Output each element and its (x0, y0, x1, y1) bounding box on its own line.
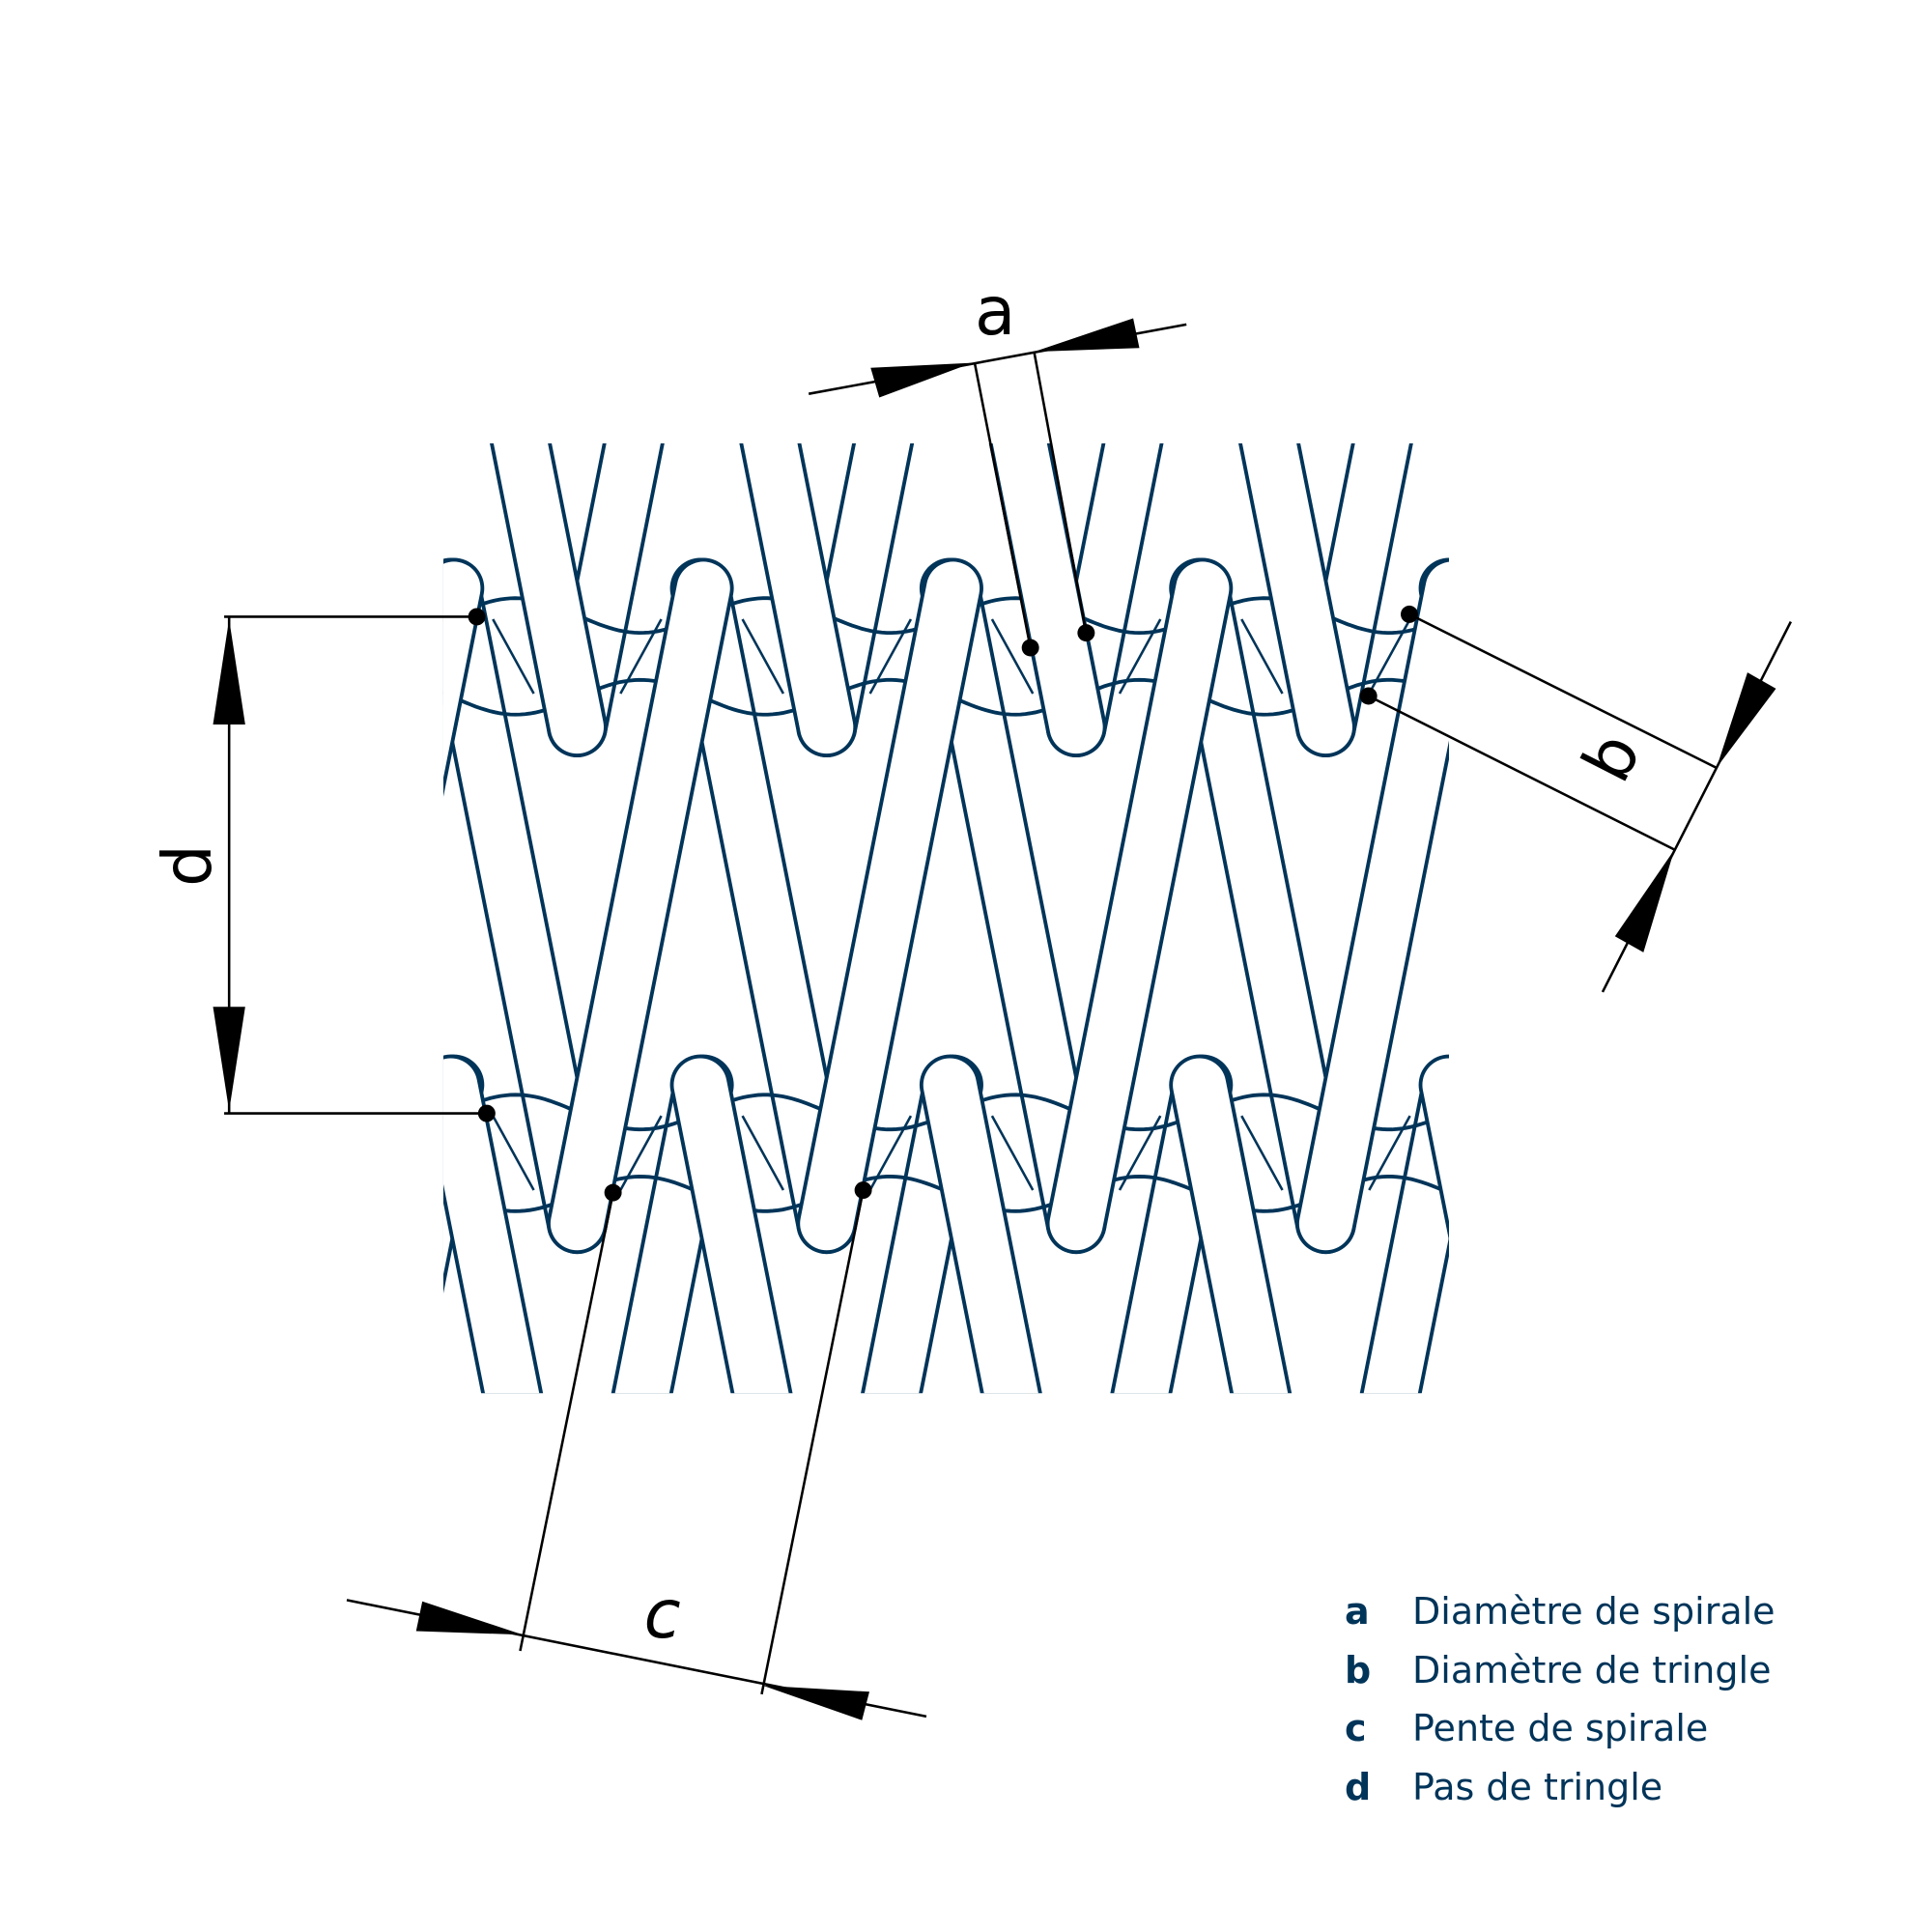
spiral-strip (669, 1054, 793, 1394)
rod-hatch (1240, 618, 1411, 695)
point-marker (468, 608, 486, 626)
spiral-strip (919, 1054, 1042, 1394)
point-marker (1077, 624, 1095, 642)
spiral-strip (547, 557, 734, 1255)
spiral-strip (611, 1054, 734, 1394)
spiral-strip (1045, 442, 1164, 757)
spiral-strip (1359, 1055, 1450, 1394)
rod-hatch (990, 618, 1162, 695)
spiral-strip (442, 557, 608, 1255)
spiral-strip (919, 557, 1107, 1255)
spiral-strip (1110, 1054, 1234, 1394)
legend-key: a (1345, 1590, 1370, 1633)
spiral-strip (327, 92, 454, 727)
point-marker (604, 1183, 622, 1202)
spiral-mesh (0, 92, 1932, 1720)
rod-hatch (243, 1116, 412, 1190)
point-marker (1359, 687, 1378, 705)
spiral-strip (1295, 442, 1413, 757)
spiral-strip (1449, 92, 1576, 727)
dimension-b (1359, 605, 1792, 993)
legend: a Diamètre de spirale b Diamètre de tringl… (1345, 1582, 1776, 1816)
spiral-strip (796, 557, 983, 1255)
spiral-strip (861, 1054, 983, 1394)
arrow-icon (415, 1601, 524, 1635)
rod-hatch (1741, 619, 1909, 694)
spiral-strip (669, 557, 858, 1255)
spiral-strip (1169, 557, 1356, 1255)
legend-key: d (1345, 1765, 1372, 1808)
arrow-icon (213, 1007, 245, 1111)
spiral-strip (0, 588, 78, 1224)
dimension-c (346, 1181, 927, 1720)
rod-hatch (243, 619, 412, 694)
front-spirals (0, 92, 1932, 1720)
spiral-strip (78, 92, 205, 727)
spiral-strip (78, 588, 205, 1224)
rod-hatch (492, 618, 663, 695)
spiral-strip (442, 557, 485, 797)
dimension-a (808, 318, 1187, 657)
spiral-strip (0, 1085, 78, 1720)
point-marker (477, 1104, 496, 1122)
point-marker (1401, 605, 1418, 623)
legend-text: Diamètre de tringle (1412, 1648, 1772, 1691)
legend-key: b (1345, 1648, 1372, 1691)
rod-hatch (741, 618, 913, 695)
spiral-strip (78, 1085, 205, 1720)
arrow-icon (762, 1685, 869, 1720)
spiral-strip (1576, 92, 1702, 727)
legend-item-d: d Pas de tringle (1345, 1758, 1776, 1817)
rod-hatch (1741, 1116, 1909, 1190)
spiral-strip (1698, 92, 1825, 727)
legend-item-c: c Pente de spirale (1345, 1699, 1776, 1758)
arrow-icon (870, 362, 973, 398)
spiral-strip (1825, 92, 1932, 727)
dimension-label-c: c (644, 1577, 681, 1654)
dimension-d (213, 608, 496, 1122)
spiral-strip (796, 442, 915, 757)
rod-hatch (1492, 1116, 1660, 1190)
dimension-label-a: a (975, 273, 1015, 351)
legend-text: Pas de tringle (1412, 1765, 1663, 1808)
rod-hatch (1240, 1115, 1411, 1191)
dimension-label-d: d (150, 844, 227, 887)
spiral-strip (547, 442, 665, 757)
spiral-strip (201, 1085, 327, 1720)
arrow-icon (1614, 849, 1675, 952)
spiral-strip (1238, 442, 1356, 757)
arrow-icon (1034, 318, 1140, 353)
point-marker (854, 1181, 872, 1200)
spiral-strip (1825, 588, 1932, 1224)
rod-hatch (741, 1115, 913, 1191)
rod-hatch (1492, 619, 1660, 694)
spiral-strip (201, 92, 327, 727)
rod-hatch (492, 1115, 663, 1191)
spiral-strip (1169, 1054, 1293, 1394)
back-spirals (0, 92, 1932, 1720)
legend-text: Pente de spirale (1412, 1707, 1709, 1749)
spiral-strip (1295, 557, 1450, 1255)
spiral-strip (0, 92, 78, 727)
legend-key: c (1345, 1707, 1367, 1749)
spiral-strip (739, 442, 858, 757)
spiral-strip (1045, 557, 1234, 1255)
arrow-icon (1716, 672, 1776, 768)
spiral-strip (1825, 1085, 1932, 1720)
spiral-strip (442, 1054, 544, 1394)
spiral-strip (988, 442, 1107, 757)
spiral-strip (1418, 557, 1450, 745)
rod-hatch (990, 1115, 1162, 1191)
arrow-icon (213, 619, 245, 724)
legend-item-a: a Diamètre de spirale (1345, 1582, 1776, 1641)
spiral-strip (490, 442, 608, 757)
point-marker (1021, 639, 1039, 657)
legend-text: Diamètre de spirale (1412, 1590, 1776, 1633)
legend-item-b: b Diamètre de tringle (1345, 1641, 1776, 1700)
